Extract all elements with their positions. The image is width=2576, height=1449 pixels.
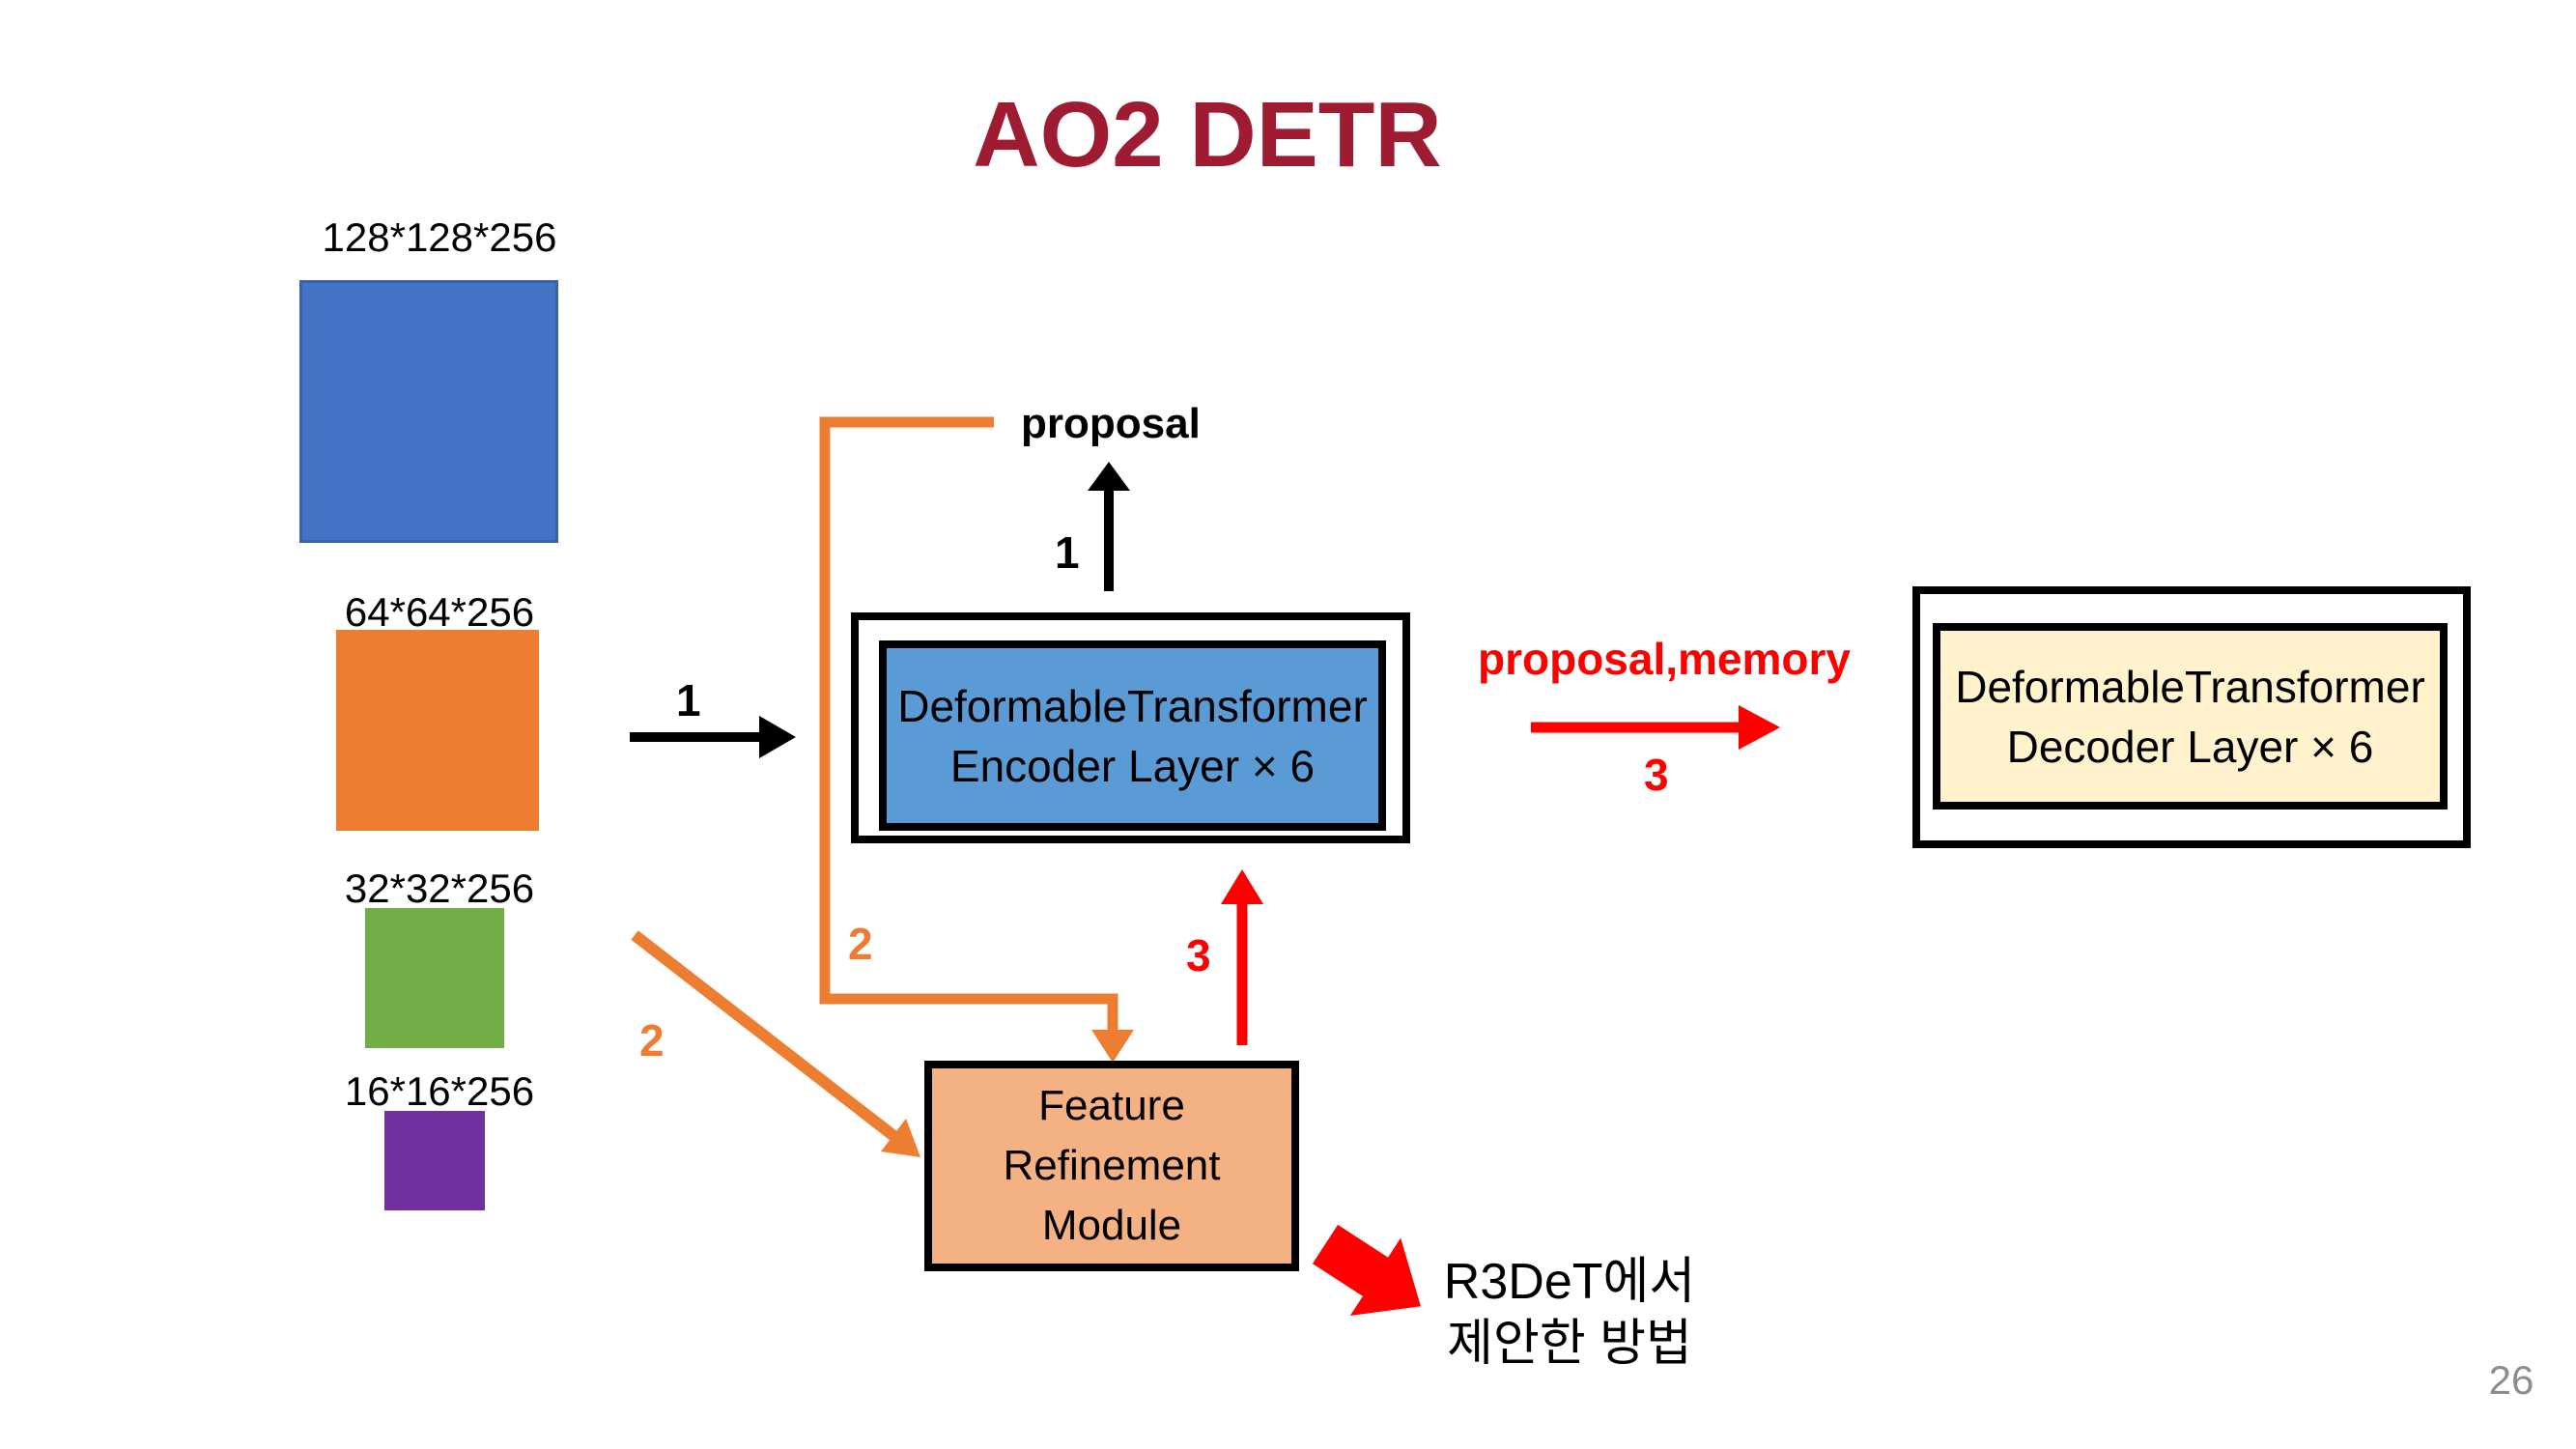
feature-map-label-16: 16*16*256 bbox=[344, 1068, 535, 1114]
encoder-line1: DeformableTransformer bbox=[897, 680, 1368, 731]
proposal-memory-label: proposal,memory bbox=[1478, 634, 1851, 684]
arrow-features-to-frm bbox=[631, 930, 920, 1157]
frm-line1: Feature bbox=[1038, 1082, 1185, 1129]
feature-map-square-32 bbox=[365, 908, 504, 1048]
step1-encoder-input-label: 1 bbox=[676, 675, 701, 725]
feature-map-label-64: 64*64*256 bbox=[344, 589, 535, 635]
arrow-frm-to-encoder bbox=[1221, 869, 1263, 1045]
feature-map-label-128: 128*128*256 bbox=[322, 214, 557, 260]
page-number: 26 bbox=[2488, 1357, 2534, 1403]
frm-line3: Module bbox=[1041, 1202, 1182, 1249]
encoder-line2: Encoder Layer × 6 bbox=[949, 740, 1316, 791]
feature-map-square-128 bbox=[299, 280, 558, 543]
annotation-line1: R3DeT에서 bbox=[1443, 1254, 1696, 1310]
annotation-line2: 제안한 방법 bbox=[1447, 1316, 1692, 1372]
encoder-box: DeformableTransformer Encoder Layer × 6 bbox=[879, 640, 1386, 831]
step1-proposal-output-label: 1 bbox=[1055, 527, 1080, 578]
feature-map-square-64 bbox=[336, 630, 539, 831]
step2-diagonal-label: 2 bbox=[639, 1015, 665, 1065]
feature-refinement-module-box: Feature Refinement Module bbox=[924, 1061, 1299, 1271]
proposal-label: proposal bbox=[1021, 400, 1201, 447]
feature-map-label-32: 32*32*256 bbox=[344, 866, 535, 911]
slide-title: AO2 DETR bbox=[973, 83, 1442, 186]
feature-map-square-16 bbox=[384, 1111, 485, 1210]
arrow-input-to-encoder bbox=[630, 716, 796, 758]
decoder-line2: Decoder Layer × 6 bbox=[2006, 721, 2374, 772]
decoder-line1: DeformableTransformer bbox=[1955, 661, 2425, 712]
annotation-text: R3DeT에서 제안한 방법 bbox=[1299, 1251, 1840, 1375]
step2-elbow-label: 2 bbox=[848, 919, 873, 969]
arrow-encoder-to-decoder bbox=[1531, 705, 1780, 750]
step3-refined-up-label: 3 bbox=[1186, 930, 1211, 980]
decoder-box: DeformableTransformer Decoder Layer × 6 bbox=[1933, 623, 2448, 810]
step3-to-decoder-label: 3 bbox=[1644, 750, 1669, 800]
frm-line2: Refinement bbox=[1003, 1142, 1221, 1189]
arrow-encoder-to-proposal bbox=[1088, 462, 1130, 591]
